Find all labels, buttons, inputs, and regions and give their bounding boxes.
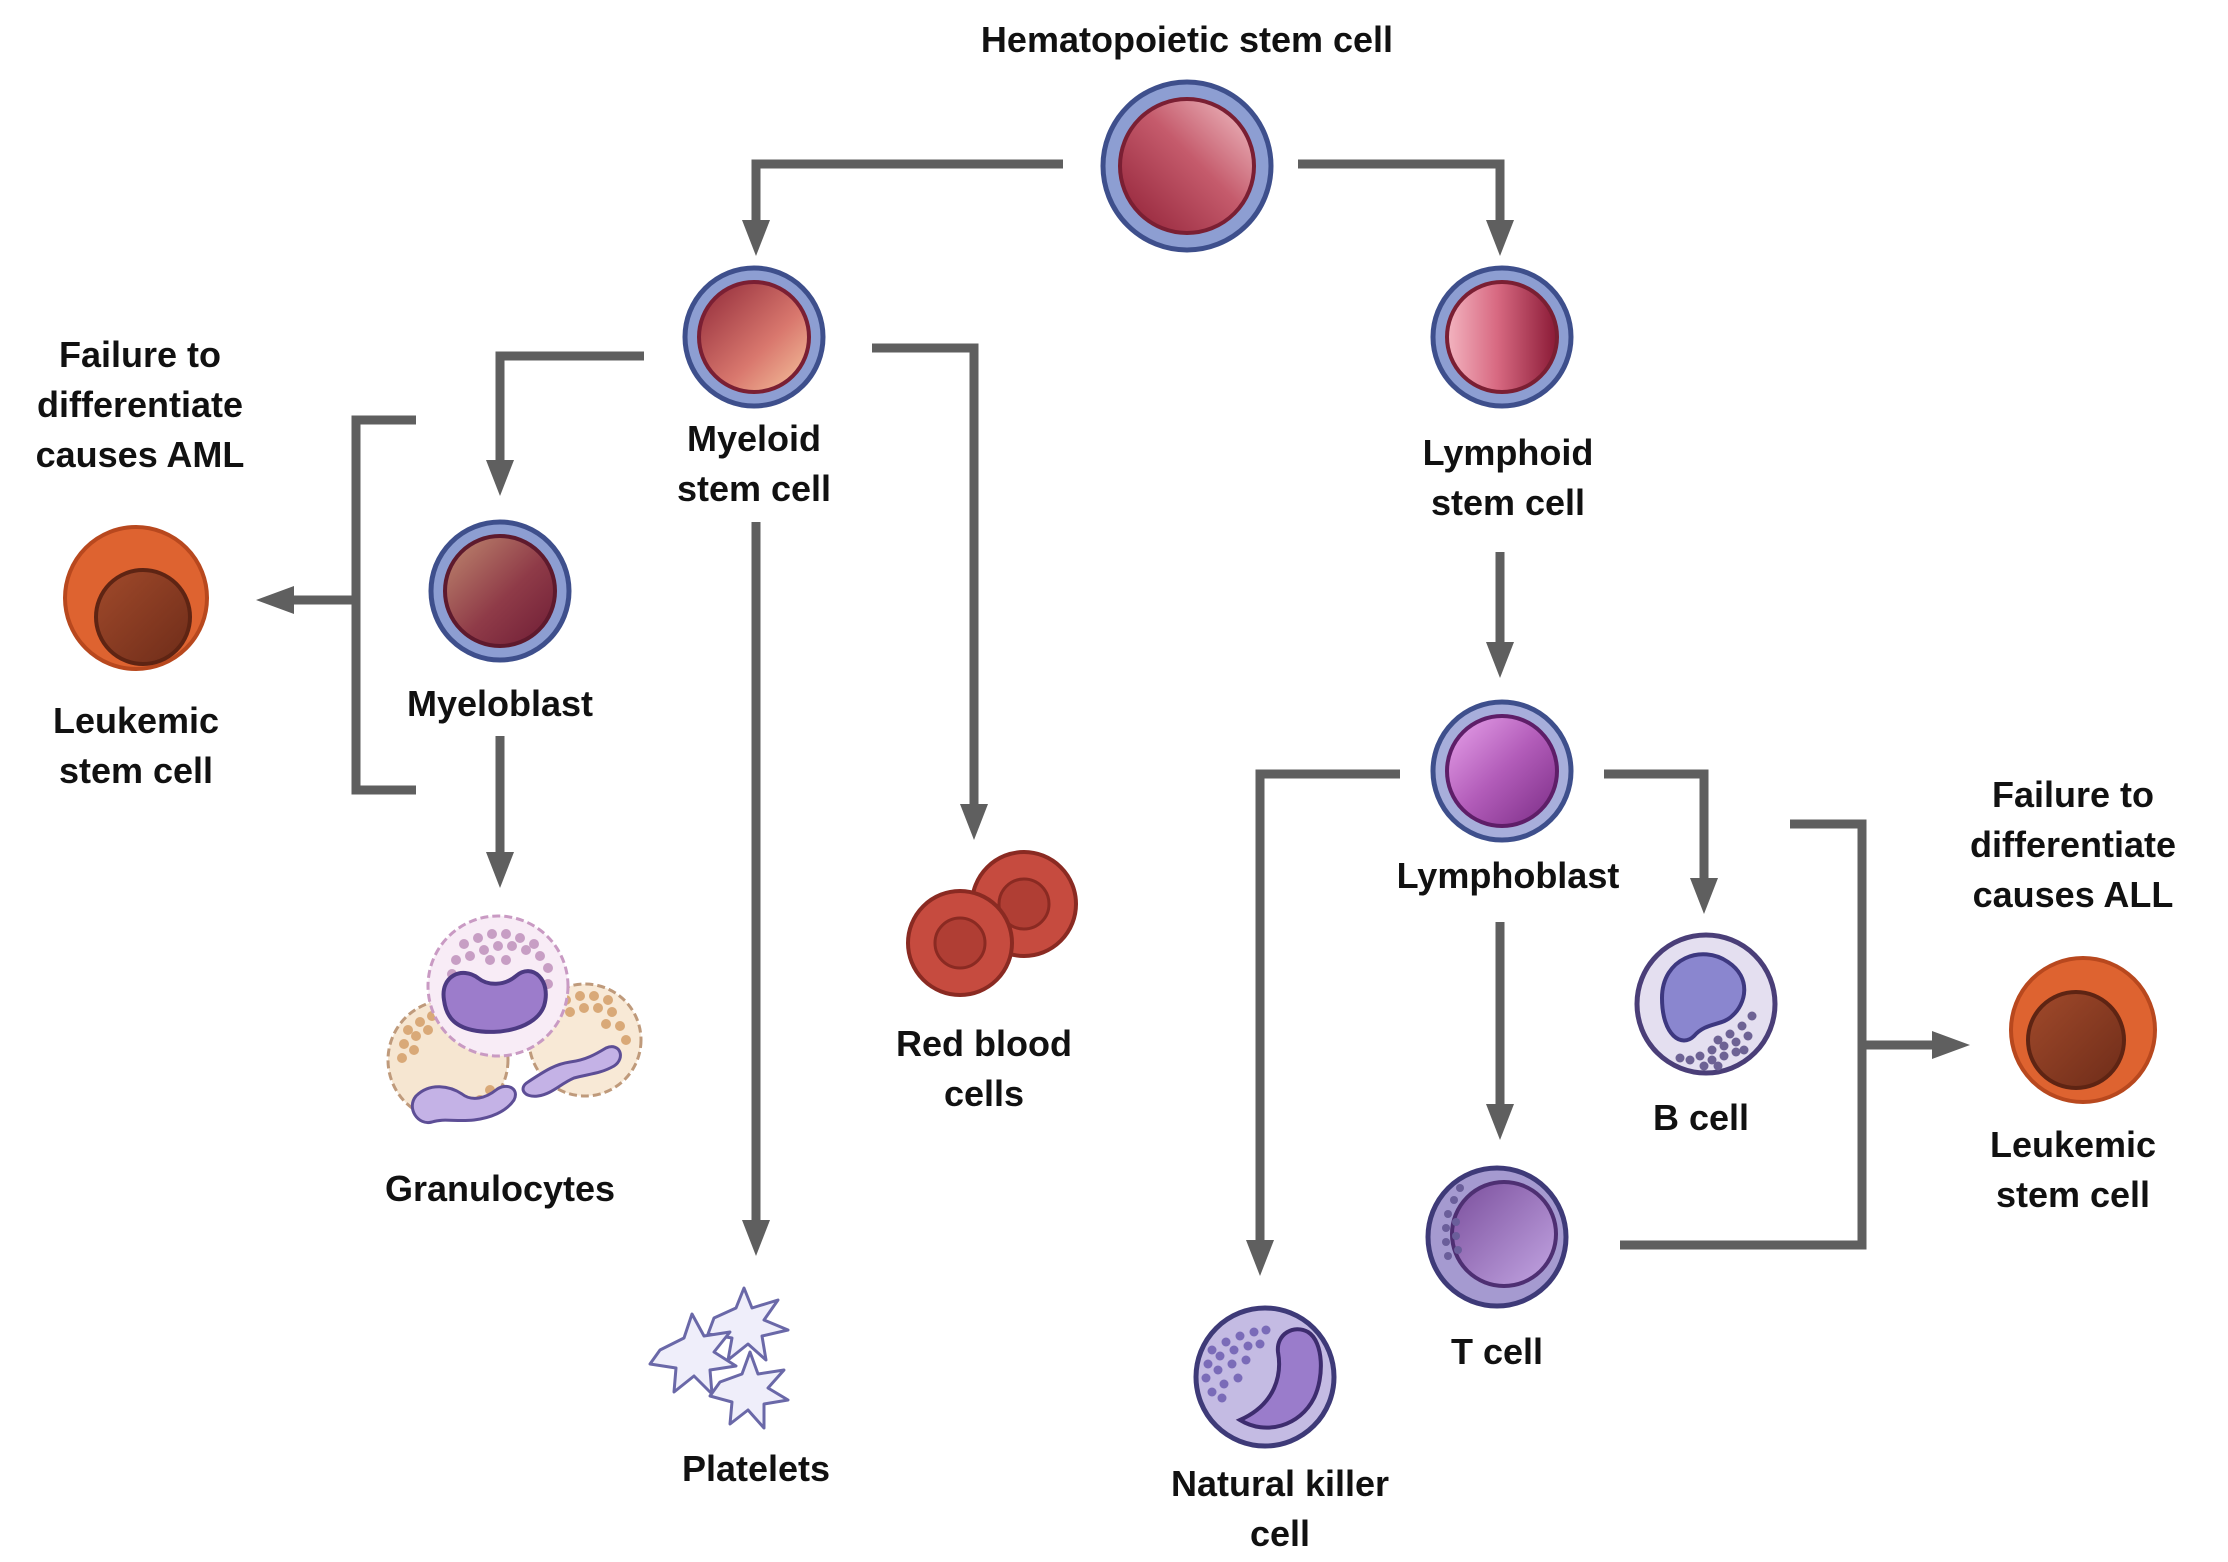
label-hsc: Hematopoietic stem cell: [981, 19, 1393, 60]
label-leukemic-left-1: Leukemic: [53, 700, 219, 741]
label-nk-1: Natural killer: [1171, 1463, 1389, 1504]
bracket-all: [1620, 819, 1867, 1250]
label-lymphoid-1: Lymphoid: [1423, 432, 1594, 473]
stem-cell-icon: [1100, 79, 1274, 253]
label-aml-1: Failure to: [59, 334, 221, 375]
b-cell-icon: [1634, 932, 1778, 1076]
connector-lymphoblast-nk: [1255, 769, 1400, 1242]
label-granulocytes: Granulocytes: [385, 1168, 615, 1209]
connector-hsc-lymphoid: [1298, 159, 1505, 222]
leukemic-cell-icon: [2009, 956, 2157, 1104]
label-t-cell: T cell: [1451, 1331, 1543, 1372]
platelet-icon: [648, 1286, 790, 1430]
label-aml-3: causes AML: [36, 434, 245, 475]
lymphoblast-icon: [1430, 699, 1574, 843]
arrowhead-granulocytes: [486, 852, 514, 888]
natural-killer-cell-icon: [1193, 1305, 1337, 1449]
arrowhead-leukemic-left: [256, 586, 294, 614]
label-myeloid-2: stem cell: [677, 468, 831, 509]
label-aml-2: differentiate: [37, 384, 243, 425]
connector-myeloid-myeloblast: [495, 351, 644, 462]
connector-myeloid-rbc: [872, 343, 979, 806]
label-platelets: Platelets: [682, 1448, 830, 1489]
arrowhead-myeloblast: [486, 460, 514, 496]
arrowhead-tcell: [1486, 1104, 1514, 1140]
arrowhead-lymphoblast: [1486, 642, 1514, 678]
label-all-1: Failure to: [1992, 774, 2154, 815]
bracket-aml: [351, 415, 416, 795]
arrowhead-myeloid: [742, 220, 770, 256]
arrowhead-bcell: [1690, 878, 1718, 914]
label-lymphoblast: Lymphoblast: [1397, 855, 1620, 896]
t-cell-icon: [1425, 1165, 1569, 1309]
label-myeloid-1: Myeloid: [687, 418, 821, 459]
arrowhead-platelets: [742, 1220, 770, 1256]
arrowhead-rbc: [960, 804, 988, 840]
connector-lymphoblast-bcell: [1604, 769, 1709, 880]
label-myeloblast: Myeloblast: [407, 683, 593, 724]
myeloid-stem-cell-icon: [682, 265, 826, 409]
labels: Hematopoietic stem cell Myeloid stem cel…: [36, 19, 2176, 1554]
label-rbc-2: cells: [944, 1073, 1024, 1114]
granulocyte-cluster-icon: [386, 914, 643, 1125]
arrowhead-lymphoid: [1486, 220, 1514, 256]
myeloblast-icon: [428, 519, 572, 663]
label-leukemic-left-2: stem cell: [59, 750, 213, 791]
connector-hsc-myeloid: [751, 159, 1063, 222]
red-blood-cell-icon: [906, 850, 1078, 997]
label-all-3: causes ALL: [1973, 874, 2174, 915]
arrowhead-leukemic-right: [1932, 1031, 1970, 1059]
arrowhead-nk: [1246, 1240, 1274, 1276]
label-rbc-1: Red blood: [896, 1023, 1072, 1064]
leukemic-cell-icon: [63, 525, 209, 671]
label-all-2: differentiate: [1970, 824, 2176, 865]
label-b-cell: B cell: [1653, 1097, 1749, 1138]
label-lymphoid-2: stem cell: [1431, 482, 1585, 523]
label-nk-2: cell: [1250, 1513, 1310, 1554]
label-leukemic-right-1: Leukemic: [1990, 1124, 2156, 1165]
lymphoid-stem-cell-icon: [1430, 265, 1574, 409]
label-leukemic-right-2: stem cell: [1996, 1174, 2150, 1215]
connectors: [256, 159, 1970, 1276]
